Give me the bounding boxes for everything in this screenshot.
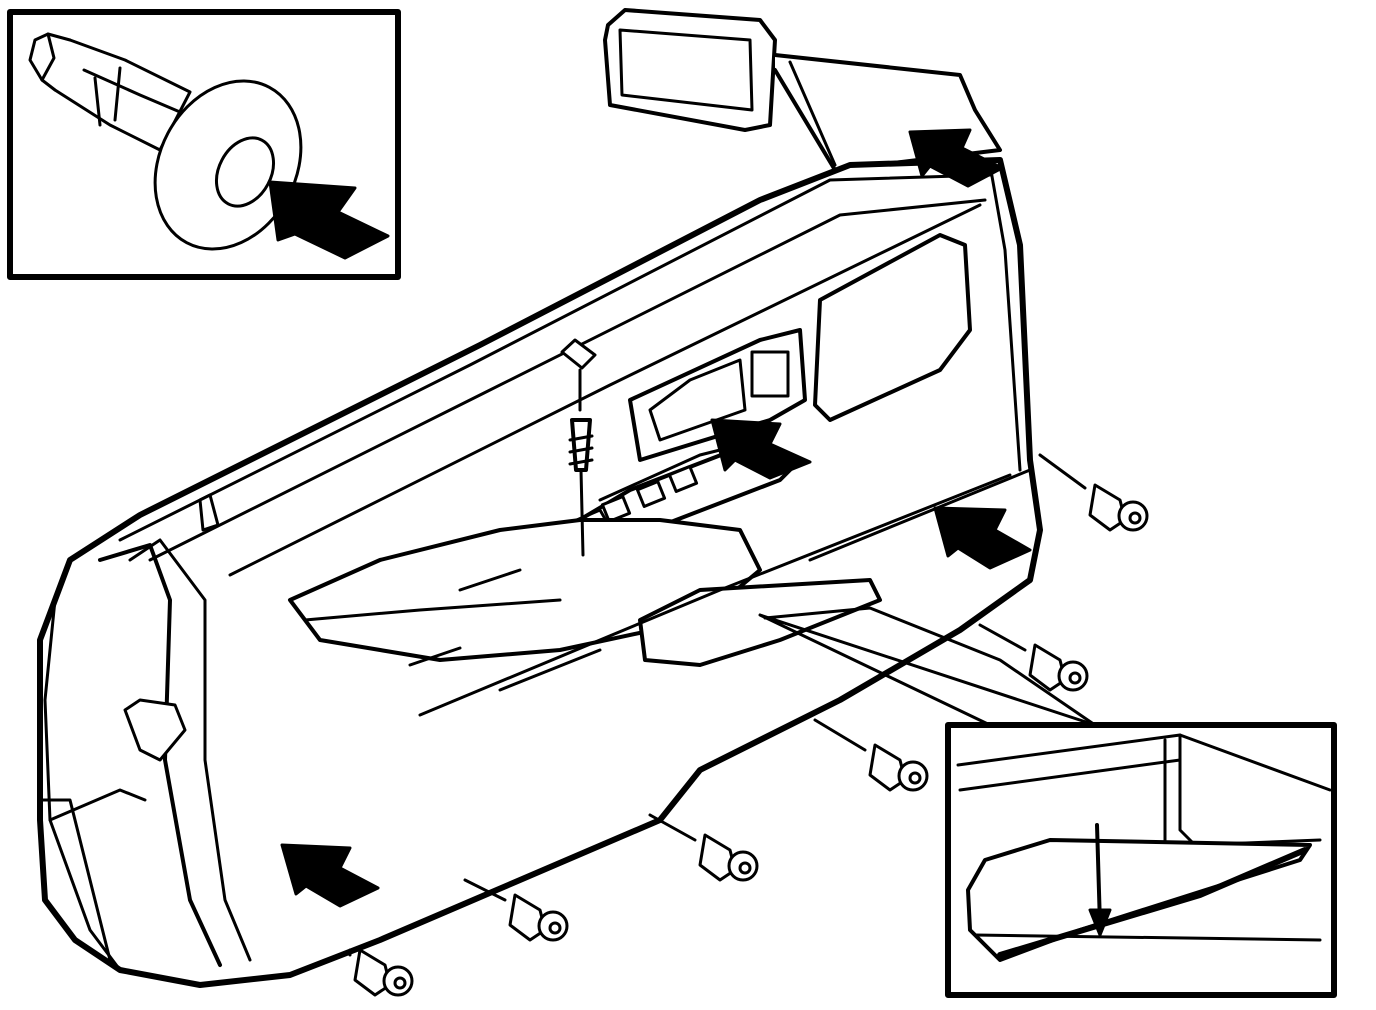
push-clip-icon [978, 623, 1089, 692]
arrow-icon [710, 418, 812, 480]
push-clips [348, 453, 1149, 997]
arrow-icon [908, 128, 1004, 188]
door-trim-panel [37, 157, 1043, 988]
push-clip-icon [648, 813, 759, 882]
push-clip-icon [1038, 453, 1149, 532]
window-switches [600, 465, 699, 523]
screw-icon [568, 418, 594, 557]
tool-pointer [1095, 823, 1102, 927]
arrow-icon [933, 506, 1032, 570]
lock-switch-icon [750, 350, 790, 398]
push-clip-icon [348, 948, 414, 997]
push-clip-icon [28, 32, 303, 251]
cap-icon [560, 338, 597, 412]
arrow-icon [280, 843, 380, 908]
arrow-icon [1088, 908, 1112, 937]
push-clip-icon [813, 718, 929, 792]
panel-lip-detail-inset [758, 606, 1337, 998]
arrows [280, 128, 1032, 908]
arrow-icon [268, 180, 390, 260]
lock-knob-icon [198, 493, 220, 532]
clip-detail-inset [7, 9, 401, 280]
push-clip-icon [463, 878, 569, 942]
